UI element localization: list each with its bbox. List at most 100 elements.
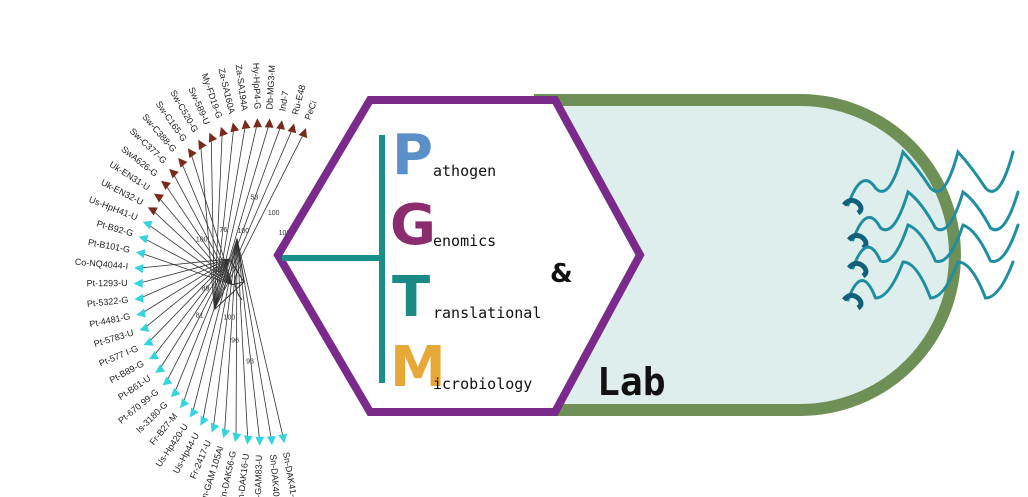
tree-branch bbox=[213, 126, 235, 310]
bootstrap-value: 100 bbox=[224, 314, 236, 321]
bootstrap-value: 96 bbox=[231, 337, 239, 344]
tree-tip-marker bbox=[266, 435, 276, 446]
bootstrap-value: 100 bbox=[237, 228, 249, 235]
tree-tip-marker bbox=[133, 278, 143, 288]
tree-branch bbox=[138, 258, 230, 284]
tree-branch bbox=[213, 131, 223, 310]
tree-branch bbox=[138, 258, 230, 269]
ampersand: & bbox=[550, 259, 573, 289]
bootstrap-value: 89 bbox=[202, 286, 210, 293]
bacterium-cell-body bbox=[534, 94, 961, 416]
tree-tip-label: Sn-DAK16-U bbox=[235, 453, 251, 497]
tree-tip-marker bbox=[264, 118, 274, 128]
tree-branch bbox=[202, 238, 238, 422]
tree-branch bbox=[142, 237, 233, 285]
bootstrap-value: 66 bbox=[214, 267, 222, 274]
tree-tip-marker bbox=[153, 193, 164, 203]
acronym-genomics: G enomics bbox=[390, 193, 496, 258]
tree-tip-marker bbox=[155, 364, 166, 373]
tree-tip-marker bbox=[187, 148, 197, 159]
flagellum bbox=[846, 148, 1015, 207]
letter-m: M bbox=[390, 335, 446, 400]
tree-branch bbox=[138, 258, 230, 300]
acronym-translational: T ranslational bbox=[392, 265, 541, 330]
tree-tip-marker bbox=[139, 323, 150, 332]
tree-tip-marker bbox=[179, 398, 190, 408]
tree-tip-label: PeCi bbox=[303, 99, 319, 121]
tree-tip-marker bbox=[143, 337, 154, 346]
tree-tip-marker bbox=[142, 220, 153, 230]
tree-tip-marker bbox=[230, 122, 240, 133]
flagellum-hook bbox=[842, 292, 864, 311]
tree-branch bbox=[236, 238, 284, 439]
tree-tip-marker bbox=[200, 415, 209, 426]
tree-tip-marker bbox=[298, 128, 308, 139]
flagellum-hook bbox=[847, 260, 869, 279]
flagella-group bbox=[842, 148, 1020, 311]
tree-tip-label: Db-MG3-M bbox=[264, 65, 277, 110]
tree-branch bbox=[236, 238, 261, 442]
tree-tip-marker bbox=[169, 168, 179, 179]
tree-tip-marker bbox=[148, 351, 159, 360]
hexagon-frame bbox=[273, 96, 645, 416]
acronym-pathogen: P athogen bbox=[392, 123, 496, 188]
tree-branch bbox=[235, 238, 238, 438]
tree-branch bbox=[143, 258, 230, 330]
tree-tip-label: Pt-B92-G bbox=[96, 218, 135, 238]
tree-tip-marker bbox=[178, 157, 188, 168]
bootstrap-value: 93 bbox=[246, 359, 254, 366]
word-translational-rest: ranslational bbox=[433, 304, 541, 322]
tree-tip-marker bbox=[221, 428, 231, 439]
tree-tip-marker bbox=[208, 132, 218, 143]
flagellum bbox=[851, 189, 1020, 242]
bootstrap-value: 53 bbox=[250, 195, 258, 202]
tree-tip-marker bbox=[232, 432, 242, 443]
tree-tip-marker bbox=[278, 433, 288, 444]
tree-tip-label: Sn-DAK40-U bbox=[268, 454, 282, 497]
tree-tip-marker bbox=[170, 387, 181, 398]
tree-branch bbox=[173, 258, 230, 395]
bootstrap-value: 100 bbox=[268, 210, 280, 217]
tree-branch bbox=[182, 238, 238, 405]
tree-tip-marker bbox=[136, 308, 146, 318]
tree-tip-marker bbox=[138, 234, 149, 244]
bootstrap-value: 100 bbox=[279, 230, 291, 237]
tree-tip-marker bbox=[147, 207, 158, 216]
tree-tip-marker bbox=[189, 407, 199, 418]
tree-inner-branch bbox=[214, 281, 245, 310]
word-pathogen-rest: athogen bbox=[433, 162, 496, 180]
tree-tip-label: Za-SA194A bbox=[234, 64, 250, 111]
tree-branch bbox=[158, 258, 230, 371]
tree-branch bbox=[164, 183, 233, 285]
tree-branch bbox=[157, 195, 233, 285]
lab-label: Lab bbox=[597, 360, 666, 404]
tree-tip-marker bbox=[198, 139, 207, 150]
tree-branch bbox=[236, 238, 273, 441]
tree-tip-marker bbox=[134, 264, 144, 273]
tree-tip-marker bbox=[276, 120, 286, 130]
tree-tip-label: Ind-7 bbox=[277, 90, 290, 112]
tree-branch bbox=[146, 223, 233, 285]
letter-g: G bbox=[390, 193, 436, 258]
tree-tip-marker bbox=[243, 435, 253, 445]
tree-tip-marker bbox=[255, 436, 265, 446]
tree-tip-label: Gm-GAM83-U bbox=[253, 455, 264, 497]
flagellum-hook bbox=[842, 197, 864, 216]
tree-tip-marker bbox=[287, 123, 297, 134]
flagellum bbox=[846, 260, 1015, 302]
tree-branch bbox=[152, 258, 230, 358]
bootstrap-value: 81 bbox=[196, 313, 204, 320]
acronym-microbiology: M icrobiology bbox=[390, 335, 532, 400]
tree-tip-marker bbox=[241, 119, 251, 130]
tree-tip-marker bbox=[135, 249, 146, 259]
bootstrap-value: 76 bbox=[219, 227, 227, 234]
tree-branch bbox=[212, 238, 238, 429]
tree-tip-marker bbox=[134, 293, 144, 303]
tree-tip-marker bbox=[253, 118, 263, 128]
bootstrap-value: 100 bbox=[196, 237, 208, 244]
tree-branch bbox=[213, 122, 258, 310]
tree-tip-marker bbox=[161, 180, 171, 190]
tree-branch bbox=[147, 258, 230, 344]
